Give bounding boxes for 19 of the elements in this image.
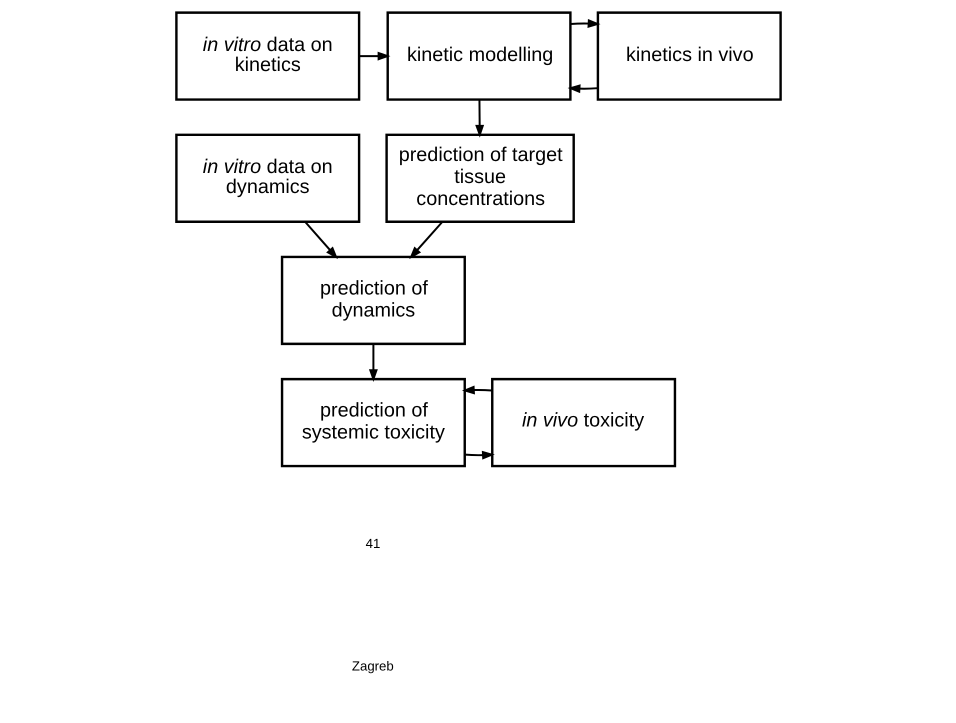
arrow	[368, 344, 378, 382]
node-box: prediction of systemic toxicity	[280, 378, 466, 468]
node-box: kinetics in vivo	[596, 11, 782, 101]
arrow	[461, 386, 492, 394]
node-box: kinetic modelling	[386, 11, 572, 101]
node-box: in vivo toxicity	[490, 378, 676, 468]
arrow	[567, 84, 598, 94]
label: 41	[365, 536, 380, 552]
node-box: prediction of dynamics	[280, 256, 466, 346]
arrow	[358, 52, 390, 61]
arrow	[474, 100, 484, 138]
node-box: prediction of target tissue concentrations	[384, 134, 574, 223]
node-box: in vitro data on kinetics	[174, 11, 360, 101]
arrow	[408, 221, 442, 260]
arrow	[570, 19, 600, 28]
arrow	[304, 221, 338, 260]
node-box: in vitro data on dynamics	[174, 134, 360, 223]
label: Zagreb	[351, 658, 394, 674]
arrow	[464, 450, 494, 460]
